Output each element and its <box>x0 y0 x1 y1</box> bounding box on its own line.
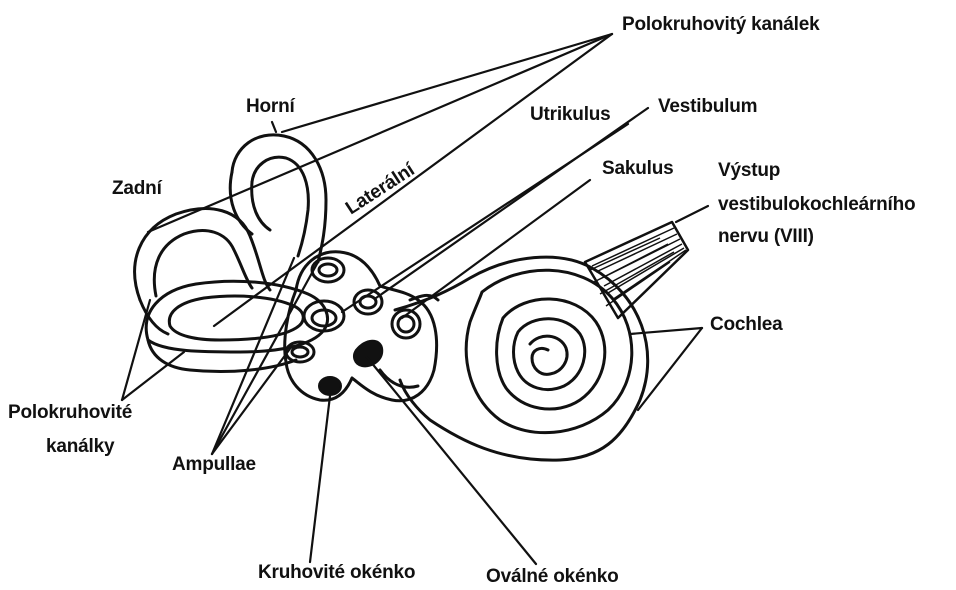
oval-window <box>354 341 382 367</box>
label-zadni: Zadní <box>112 178 162 200</box>
label-ovalne-okenko: Oválné okénko <box>486 566 619 588</box>
label-polokruhovite-line1: Polokruhovité <box>8 402 132 424</box>
vestibule <box>285 252 438 401</box>
round-window <box>319 377 341 395</box>
label-vystup-line3: nervu (VIII) <box>718 226 814 248</box>
label-polokruhovity-kanalek: Polokruhovitý kanálek <box>622 14 819 36</box>
label-vestibulum: Vestibulum <box>658 96 757 118</box>
label-cochlea: Cochlea <box>710 314 783 336</box>
label-sakulus: Sakulus <box>602 158 673 180</box>
label-utrikulus: Utrikulus <box>530 104 611 126</box>
vestibulocochlear-nerve <box>585 222 688 318</box>
label-kruhovite-okenko: Kruhovité okénko <box>258 562 415 584</box>
cochlea <box>395 257 648 460</box>
label-vystup-line2: vestibulokochleárního <box>718 194 915 216</box>
label-ampullae: Ampullae <box>172 454 256 476</box>
label-horni: Horní <box>246 96 295 118</box>
label-vystup-line1: Výstup <box>718 160 780 182</box>
semicircular-canals <box>135 135 328 372</box>
label-polokruhovite-line2: kanálky <box>46 436 114 458</box>
